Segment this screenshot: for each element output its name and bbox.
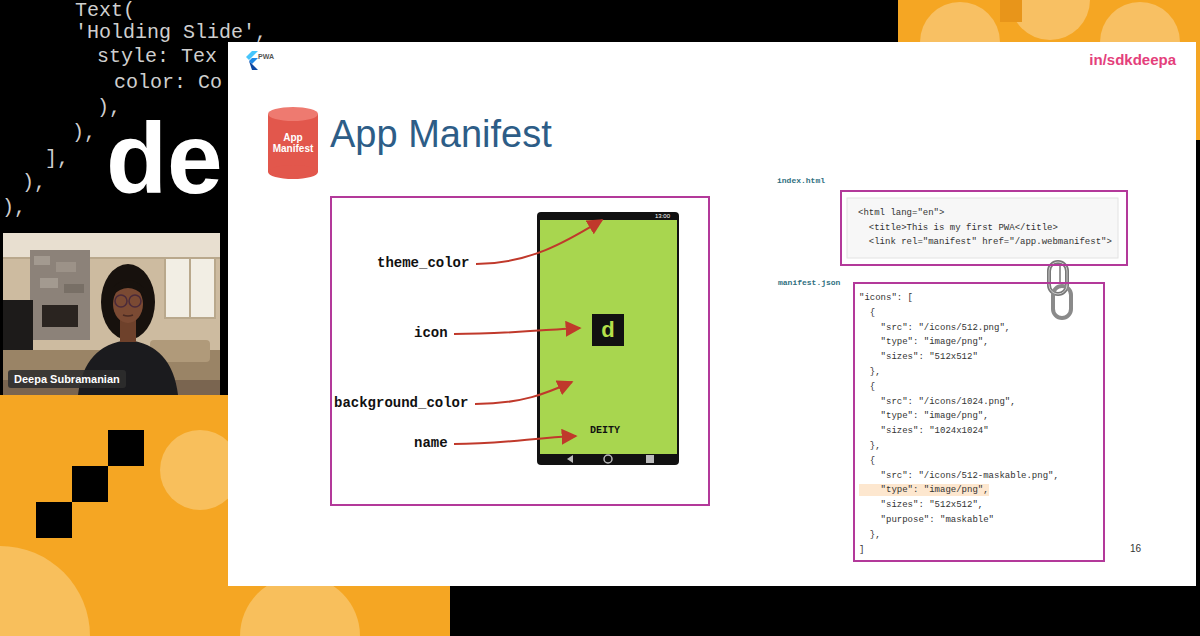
code-line: name (414, 434, 448, 452)
code-line: "type": "image/png", (859, 410, 989, 422)
code-line: icon (414, 324, 448, 342)
phone-illustration (646, 455, 654, 463)
video-photo (112, 280, 144, 296)
code-line: "sizes": "512x512" (859, 351, 978, 363)
background-code: Text( (75, 0, 135, 22)
code-line: "purpose": "maskable" (859, 514, 994, 526)
phone-illustration (604, 455, 612, 463)
background-code: ], (45, 148, 69, 170)
leader-arrows (475, 382, 572, 404)
background-code: ), (72, 122, 96, 144)
chain-icon (1053, 286, 1071, 318)
code-line: <title>This is my first PWA</title> (858, 222, 1058, 234)
code-line: <link rel="manifest" href="/app.webmanif… (858, 236, 1112, 248)
background-code: color: Co (114, 72, 222, 94)
code-line: DEITY (590, 424, 620, 437)
chain-icon (1049, 262, 1067, 294)
orange-pattern-bottom (0, 546, 90, 636)
phone-illustration (567, 455, 573, 463)
code-line: "type": "image/png", (859, 484, 989, 496)
name-tag: Deepa Subramanian (8, 370, 126, 388)
flutter-logo (249, 61, 258, 70)
code-panel (847, 198, 1118, 258)
app-icon: d (592, 314, 624, 346)
leader-arrows (476, 220, 602, 264)
code-line: theme_color (377, 254, 469, 272)
label-text: in/sdkdeepa (1089, 50, 1176, 70)
label-text: 13:00 (655, 212, 670, 220)
code-line: "sizes": "512x512", (859, 499, 983, 511)
background-code: 'Holding Slide', (75, 22, 267, 44)
leader-arrows (454, 436, 576, 444)
video-photo (165, 258, 215, 318)
video-photo (3, 233, 220, 395)
label-text: d (601, 318, 614, 342)
video-photo (42, 305, 78, 327)
video-photo (115, 295, 127, 307)
phone-illustration (540, 220, 677, 454)
video-photo (30, 250, 90, 340)
database-shape (268, 114, 318, 172)
code-line: }, (859, 529, 881, 541)
database-icon: App Manifest (268, 108, 318, 178)
background-code: ), (2, 197, 26, 219)
orange-pattern-bottom (108, 430, 144, 466)
code-line: manifest.json (778, 278, 840, 288)
connector (1059, 266, 1061, 282)
code-line: { (859, 381, 875, 393)
video-photo (64, 284, 84, 293)
code-line: background_color (334, 394, 468, 412)
leader-arrows (454, 220, 602, 444)
video-photo (40, 278, 58, 288)
code-line: "src": "/icons/1024.png", (859, 396, 1016, 408)
slide-panel (228, 42, 1196, 586)
video-photo (3, 233, 220, 395)
label-text: 16 (1130, 542, 1141, 555)
video-photo (3, 300, 33, 350)
code-line: "icons": [ (859, 292, 913, 304)
video-photo (34, 256, 50, 265)
database-shape (268, 165, 318, 179)
orange-pattern-bottom (72, 466, 108, 502)
code-box: index.html<html lang="en"> <title>This i… (840, 190, 1128, 266)
code-line: "sizes": "1024x1024" (859, 425, 989, 437)
video-photo (129, 295, 141, 307)
code-line: ] (859, 544, 864, 556)
background-code: ), (22, 172, 46, 194)
code-line: }, (859, 366, 881, 378)
flutter-logo (246, 51, 258, 70)
label-text: App Manifest (330, 110, 552, 159)
code-panel (847, 198, 1118, 258)
chain-icon (1049, 262, 1071, 318)
code-line: index.html (777, 176, 825, 186)
phone-illustration (537, 212, 679, 465)
phone-screen: 13:00DEITY d (537, 212, 679, 465)
code-line: }, (859, 440, 881, 452)
label-text: PWA (258, 52, 274, 61)
video-photo (56, 262, 76, 272)
phone-illustration (537, 212, 679, 465)
orange-pattern-top (1000, 0, 1022, 22)
orange-pattern-bottom (36, 502, 72, 538)
slide-panel (228, 42, 1196, 586)
video-tile: Deepa Subramanian (3, 233, 220, 395)
database-shape (268, 107, 318, 179)
video-photo (189, 258, 191, 318)
code-line: "type": "image/png", (859, 336, 989, 348)
background-code: style: Tex (97, 46, 217, 68)
logo-letters: de (106, 108, 223, 208)
illustration-frame: theme_coloricon background_colorname 13:00… (330, 196, 710, 506)
code-line: "src": "/icons/512-maskable.png", (859, 470, 1059, 482)
code-line: { (859, 455, 875, 467)
video-photo (123, 315, 133, 316)
label-text: App Manifest (270, 132, 316, 154)
leader-arrows (454, 328, 580, 334)
code-line: "src": "/icons/512.png", (859, 322, 1010, 334)
slide: PWA in/sdkdeepaApp Manifest 16 App Manifest… (228, 42, 1196, 586)
code-box: manifest.json"icons": [ { "src": "/icons… (853, 282, 1105, 562)
code-line: <html lang="en"> (858, 207, 944, 219)
database-shape (268, 107, 318, 121)
code-line: { (859, 307, 875, 319)
